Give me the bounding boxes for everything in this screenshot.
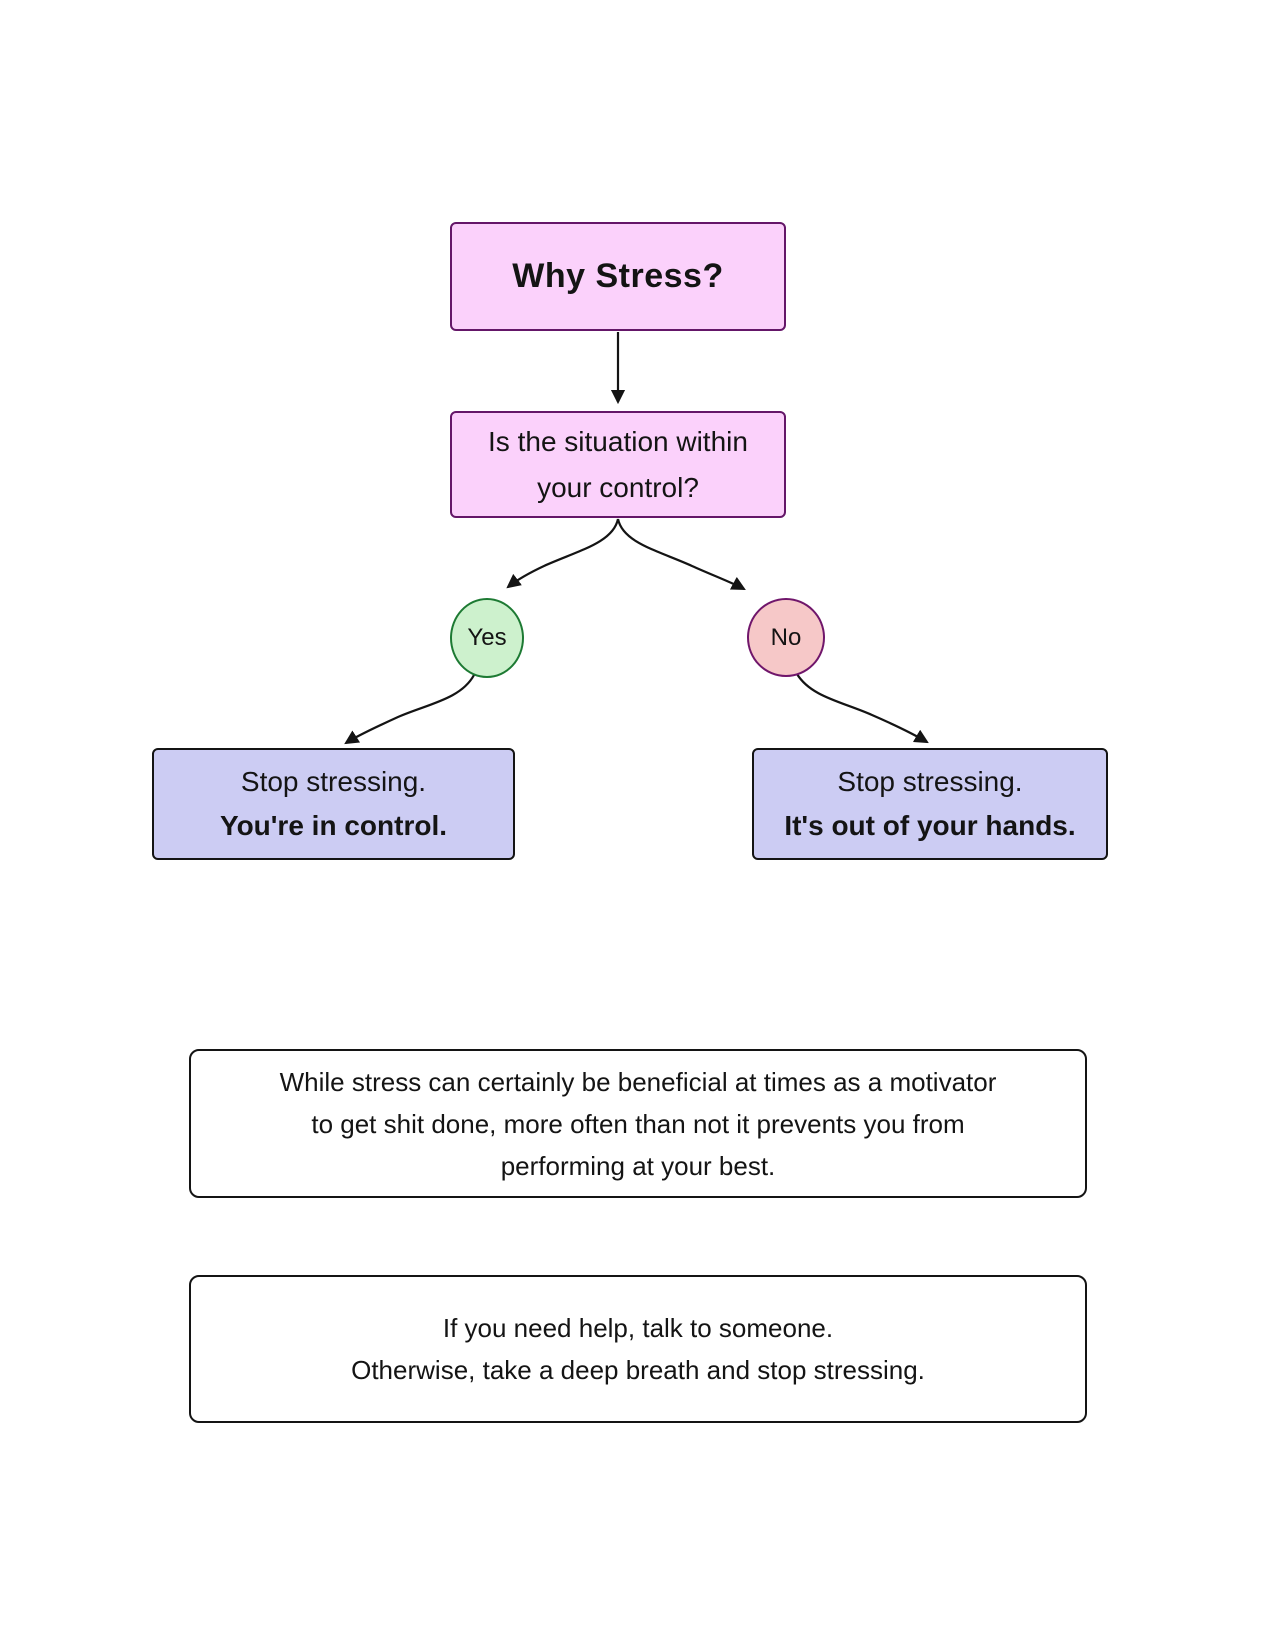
- arrow-yes-to-outcome: [344, 674, 475, 745]
- outcome-yes-line2: You're in control.: [219, 810, 448, 841]
- node-question-label-line2: your control?: [537, 471, 699, 503]
- node-why-stress: Why Stress?: [450, 222, 786, 331]
- note-stress-benefit-line3: performing at your best.: [500, 1150, 776, 1181]
- outcome-no-line1: Stop stressing.: [837, 766, 1023, 797]
- node-yes-circle: Yes: [450, 598, 524, 678]
- node-why-stress-label: Why Stress?: [512, 257, 724, 295]
- node-question: Is the situation within your control?: [450, 411, 786, 518]
- yes-label: Yes: [467, 624, 507, 651]
- arrow-no-to-outcome: [796, 673, 929, 744]
- arrow-question-to-no: [616, 518, 746, 591]
- note-stress-benefit-line1: While stress can certainly be beneficial…: [279, 1066, 997, 1097]
- note-stress-benefit: While stress can certainly be beneficial…: [189, 1049, 1087, 1198]
- no-label: No: [770, 623, 802, 651]
- node-no-circle: No: [747, 598, 825, 677]
- node-outcome-no: Stop stressing. It's out of your hands.: [752, 748, 1108, 860]
- outcome-no-line2: It's out of your hands.: [784, 810, 1076, 841]
- note-stress-benefit-line2: to get shit done, more often than not it…: [311, 1108, 965, 1139]
- node-question-label-line1: Is the situation within: [488, 425, 748, 457]
- node-outcome-yes: Stop stressing. You're in control.: [152, 748, 515, 860]
- note-help-line1: If you need help, talk to someone.: [442, 1313, 834, 1343]
- arrow-question-to-yes: [506, 518, 620, 589]
- note-help-line2: Otherwise, take a deep breath and stop s…: [351, 1355, 925, 1385]
- note-help: If you need help, talk to someone. Other…: [189, 1275, 1087, 1423]
- outcome-yes-line1: Stop stressing.: [240, 766, 427, 797]
